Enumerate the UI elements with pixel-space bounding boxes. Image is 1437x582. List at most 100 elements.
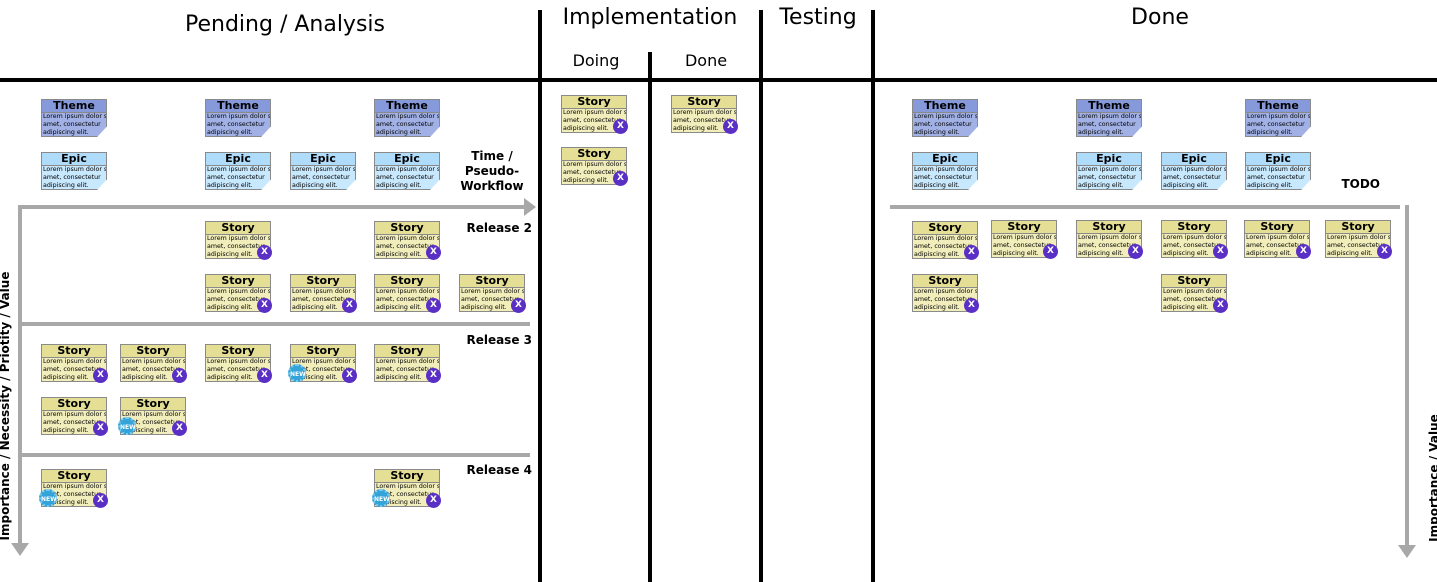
card-title: Story [42,398,106,411]
card-title: Story [291,275,355,288]
card-title: Story [206,345,270,358]
remove-icon[interactable]: X [426,493,441,508]
time-arrow-head [524,198,536,216]
remove-icon[interactable]: X [257,298,272,313]
header-divider [0,78,1437,82]
importance-right-label: Importance / Value [1427,414,1437,542]
remove-icon[interactable]: X [613,119,628,134]
remove-icon[interactable]: X [613,171,628,186]
card-title: Story [1245,221,1309,234]
right-importance-arrow-shaft [1405,205,1409,547]
card-title: Story [562,148,626,161]
remove-icon[interactable]: X [342,298,357,313]
card-body: Lorem ipsum dolor sit amet, consectetur … [914,235,977,258]
remove-icon[interactable]: X [93,493,108,508]
card-title: Story [460,275,524,288]
card-title: Story [291,345,355,358]
card-title: Story [121,398,185,411]
card-body: Lorem ipsum dolor sit amet, consectetur … [376,288,439,311]
card-body: Lorem ipsum dolor sit amet, consectetur … [461,288,524,311]
remove-icon[interactable]: X [426,245,441,260]
remove-icon[interactable]: X [257,245,272,260]
remove-icon[interactable]: X [426,368,441,383]
card-title: Story [1162,275,1226,288]
remove-icon[interactable]: X [964,245,979,260]
card-title: Story [1326,221,1390,234]
card-body: Lorem ipsum dolor sit amet, consectetur … [673,109,736,132]
remove-icon[interactable]: X [1296,244,1311,259]
card-title: Theme [1246,100,1310,113]
card-title: Story [206,222,270,235]
remove-icon[interactable]: X [1213,244,1228,259]
card-title: Story [672,96,736,109]
card-body: Lorem ipsum dolor sit amet, consectetur … [563,161,626,184]
card-body: Lorem ipsum dolor sit amet, consectetur … [376,166,439,189]
card-body: Lorem ipsum dolor sit amet, consectetur … [563,109,626,132]
remove-icon[interactable]: X [1043,244,1058,259]
remove-icon[interactable]: X [93,368,108,383]
time-label: Time / Pseudo- Workflow [460,149,524,193]
remove-icon[interactable]: X [1128,244,1143,259]
column-divider-impl-sub [648,52,652,582]
release4-separator [22,453,530,457]
release2-label: Release 2 [466,221,532,235]
card-title: Story [42,345,106,358]
card-body: Lorem ipsum dolor sit amet, consectetur … [1327,234,1390,257]
remove-icon[interactable]: X [93,421,108,436]
card-title: Epic [291,153,355,166]
column-header-impl-done: Done [684,51,728,70]
importance-left-label: Importance / Necessity / Priotity / Valu… [0,271,12,541]
remove-icon[interactable]: X [172,421,187,436]
card-body: Lorem ipsum dolor sit amet, consectetur … [43,358,106,381]
card-body: Lorem ipsum dolor sit amet, consectetur … [1078,234,1141,257]
card-body: Lorem ipsum dolor sit amet, consectetur … [1078,113,1141,136]
card-body: Lorem ipsum dolor sit amet, consectetur … [292,288,355,311]
card-title: Story [206,275,270,288]
card-title: Epic [375,153,439,166]
remove-icon[interactable]: X [1213,298,1228,313]
remove-icon[interactable]: X [257,368,272,383]
card-body: Lorem ipsum dolor sit amet, consectetur … [207,288,270,311]
card-title: Story [375,470,439,483]
remove-icon[interactable]: X [723,119,738,134]
remove-icon[interactable]: X [1377,244,1392,259]
right-importance-arrow-head [1398,545,1416,558]
card-title: Story [375,222,439,235]
remove-icon[interactable]: X [426,298,441,313]
column-header-implementation: Implementation [562,5,738,30]
remove-icon[interactable]: X [511,298,526,313]
remove-icon[interactable]: X [964,298,979,313]
card-body: Lorem ipsum dolor sit amet, consectetur … [43,166,106,189]
remove-icon[interactable]: X [172,368,187,383]
card-body: Lorem ipsum dolor sit amet, consectetur … [376,358,439,381]
card-title: Theme [206,100,270,113]
column-divider-pending [538,10,542,582]
remove-icon[interactable]: X [342,368,357,383]
